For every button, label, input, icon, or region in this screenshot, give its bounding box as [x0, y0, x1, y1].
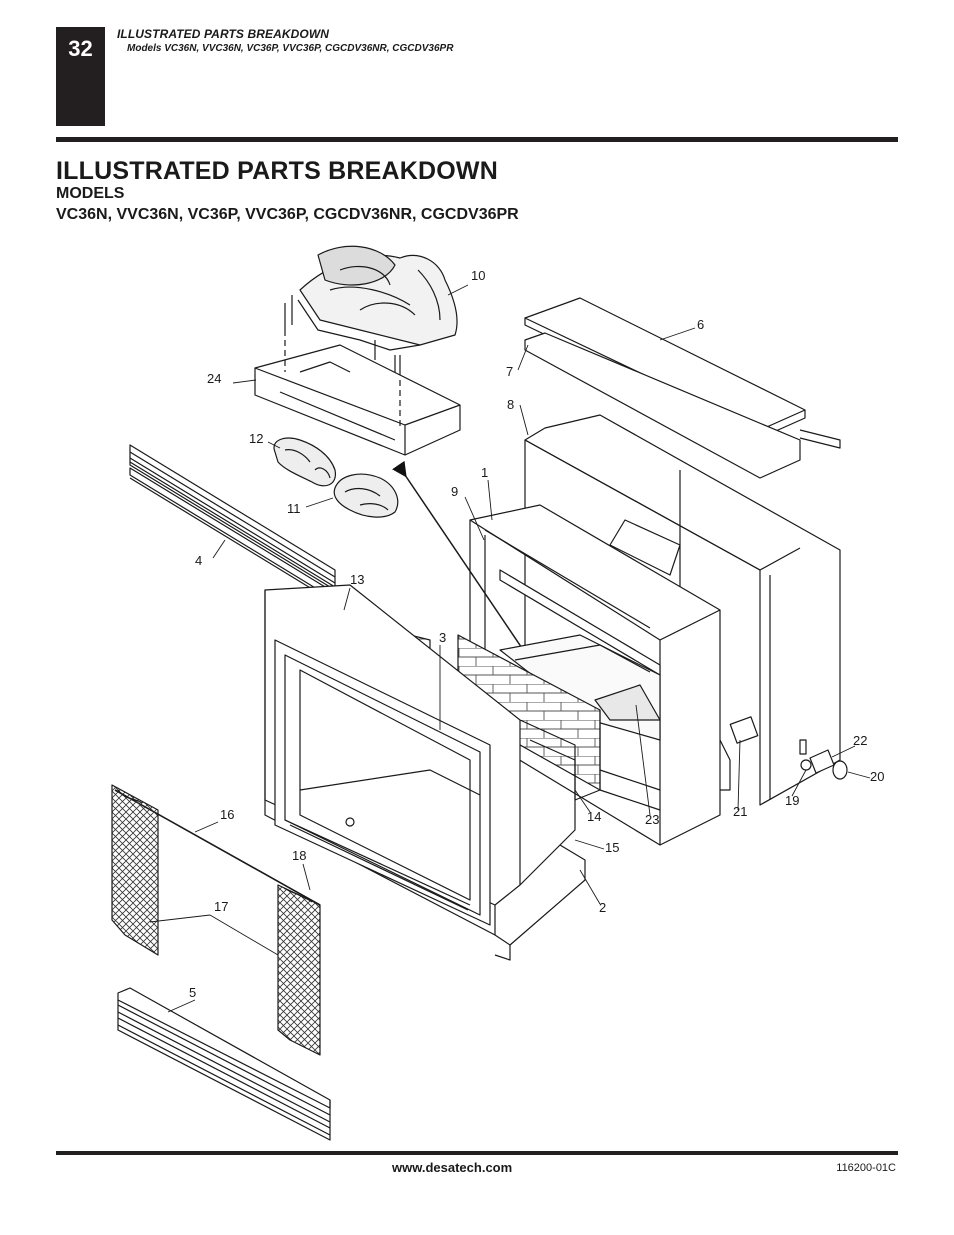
bottom-trim [117, 987, 331, 1141]
callout-9: 9 [451, 484, 458, 499]
callout-4: 4 [195, 553, 202, 568]
side-plate [729, 716, 759, 744]
callout-14: 14 [587, 809, 601, 824]
callout-11: 11 [287, 501, 301, 516]
log-set [284, 245, 458, 380]
running-header-title: ILLUSTRATED PARTS BREAKDOWN [117, 27, 330, 41]
callout-15: 15 [605, 840, 619, 855]
page-number-tab: 32 [56, 27, 105, 126]
callout-13: 13 [350, 572, 364, 587]
callout-8: 8 [507, 397, 514, 412]
models-list: VC36N, VVC36N, VC36P, VVC36P, CGCDV36NR,… [56, 206, 519, 223]
callout-21: 21 [733, 804, 747, 819]
callout-12: 12 [249, 431, 263, 446]
footer-divider [56, 1151, 898, 1155]
models-label: MODELS [56, 185, 125, 202]
callout-3: 3 [439, 630, 446, 645]
front-frame [264, 584, 586, 961]
callout-2: 2 [599, 900, 606, 915]
callout-6: 6 [697, 317, 704, 332]
footer-website: www.desatech.com [392, 1160, 513, 1175]
switch-assembly [799, 739, 848, 780]
ember-pieces [273, 437, 399, 518]
mesh-screen [111, 784, 321, 1056]
callout-19: 19 [785, 793, 799, 808]
outer-casing [524, 414, 841, 806]
callout-20: 20 [870, 769, 884, 784]
callout-1: 1 [481, 465, 488, 480]
page-title: ILLUSTRATED PARTS BREAKDOWN [56, 157, 498, 185]
footer-doc-number: 116200-01C [836, 1162, 896, 1174]
top-panels [524, 297, 841, 479]
callout-7: 7 [506, 364, 513, 379]
callout-16: 16 [220, 807, 234, 822]
page-number: 32 [68, 36, 93, 61]
header-divider [56, 137, 898, 142]
callout-17: 17 [214, 899, 228, 914]
callout-22: 22 [853, 733, 867, 748]
callout-10: 10 [471, 268, 485, 283]
burner-tray [254, 344, 461, 456]
callout-18: 18 [292, 848, 306, 863]
callout-23: 23 [645, 812, 659, 827]
callout-leaders [149, 284, 871, 1013]
callout-24: 24 [207, 371, 221, 386]
running-header-models: Models VC36N, VVC36N, VC36P, VVC36P, CGC… [127, 43, 454, 54]
callout-5: 5 [189, 985, 196, 1000]
callout-labels: 10 6 7 8 24 12 1 9 11 4 13 3 22 20 19 21… [189, 268, 884, 1000]
firebox [469, 504, 731, 846]
